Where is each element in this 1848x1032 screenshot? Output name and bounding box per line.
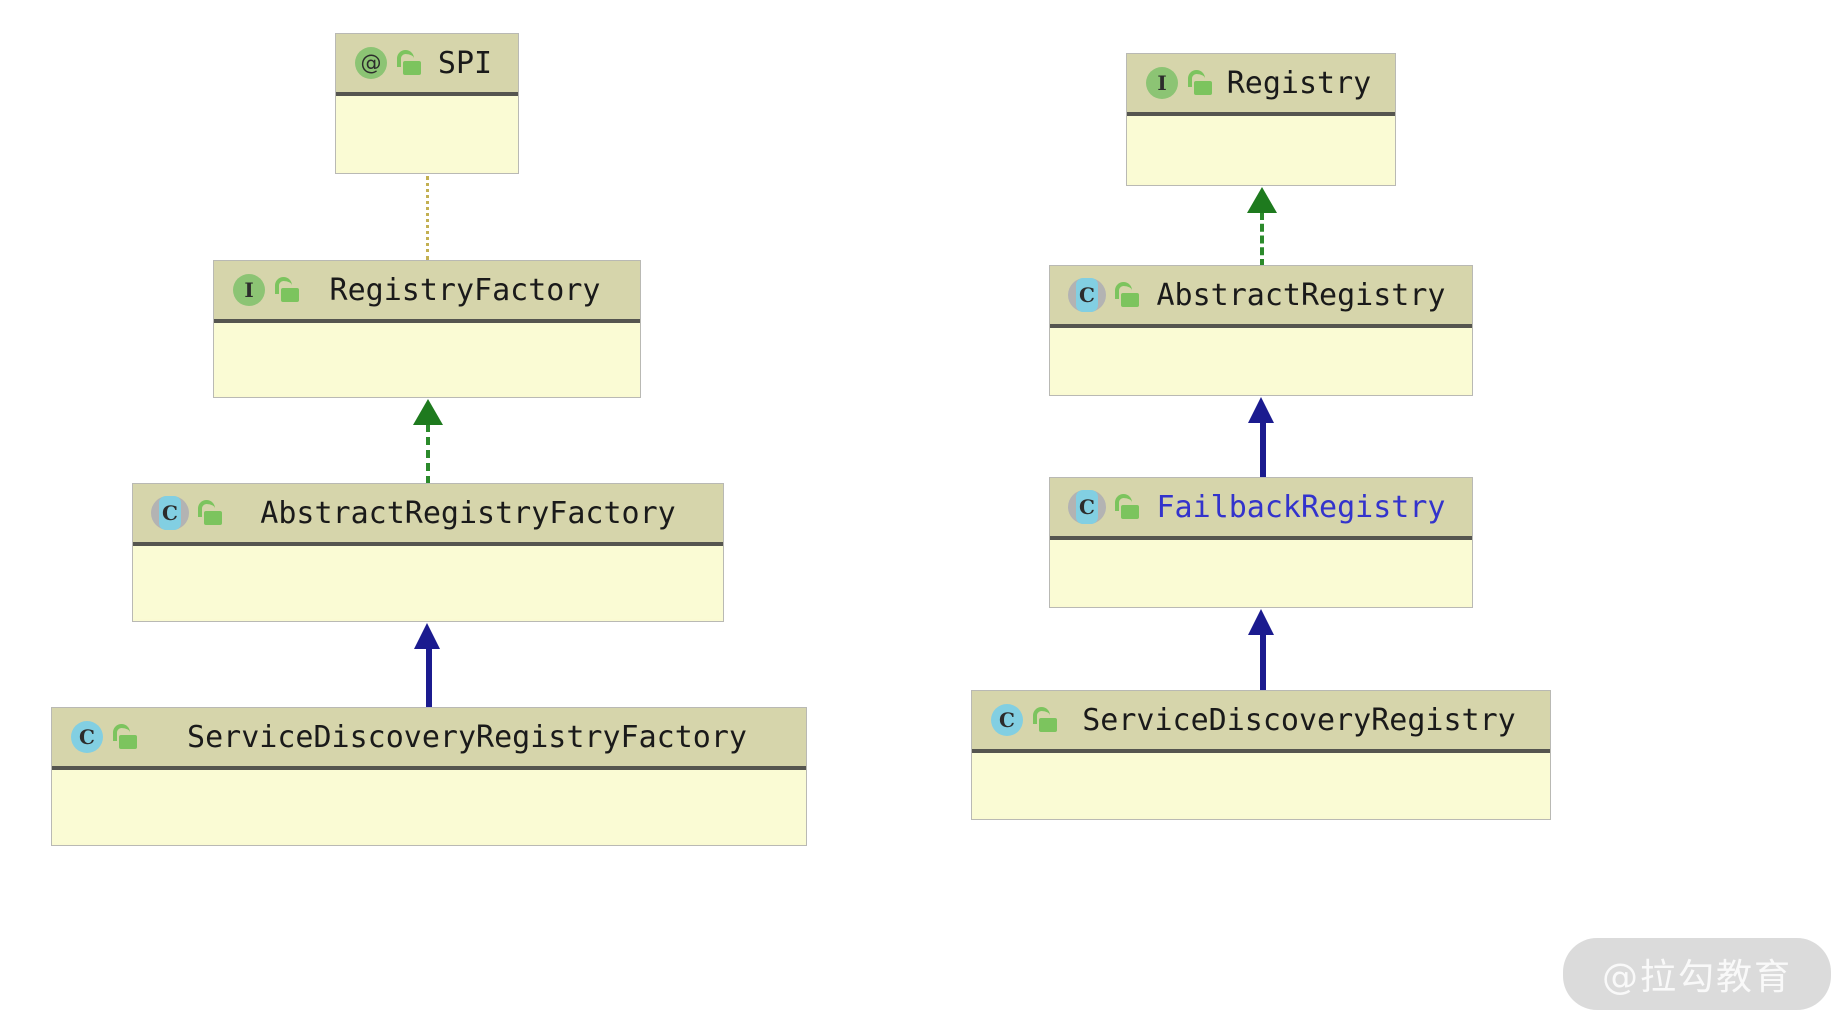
uml-class-name: Registry — [1226, 65, 1372, 101]
uml-class-members — [52, 770, 806, 843]
interface-icon: I — [1145, 66, 1179, 100]
connector-spi-annotation — [426, 176, 429, 260]
uml-class-members — [972, 753, 1550, 817]
uml-class-box-service-discovery-registry[interactable]: C ServiceDiscoveryRegistry — [971, 690, 1551, 820]
public-open-lock-icon — [195, 498, 223, 528]
uml-class-members — [1050, 328, 1472, 393]
arrowhead-realization-registry-factory — [413, 399, 443, 425]
public-open-lock-icon — [1030, 705, 1058, 735]
uml-class-header: C AbstractRegistryFactory — [133, 484, 723, 546]
uml-class-header: I Registry — [1127, 54, 1395, 116]
interface-icon: I — [232, 273, 266, 307]
annotation-icon: @ — [354, 46, 388, 80]
connector-realization-registry-factory — [426, 424, 430, 484]
class-icon: C — [70, 720, 104, 754]
uml-class-box-abstract-registry-factory[interactable]: C AbstractRegistryFactory — [132, 483, 724, 622]
watermark-text: @拉勾教育 — [1601, 957, 1792, 998]
uml-class-box-registry-factory[interactable]: I RegistryFactory — [213, 260, 641, 398]
uml-class-header: C AbstractRegistry — [1050, 266, 1472, 328]
public-open-lock-icon — [272, 275, 300, 305]
connector-generalization-abstract-registry — [1260, 422, 1266, 478]
class-icon: C — [990, 703, 1024, 737]
abstract-class-icon: C — [1068, 489, 1106, 525]
uml-class-name: ServiceDiscoveryRegistry — [1082, 702, 1516, 738]
connector-generalization-abstract-registry-factory — [426, 647, 432, 708]
uml-class-name: AbstractRegistryFactory — [260, 495, 676, 531]
public-open-lock-icon — [394, 48, 422, 78]
abstract-class-icon: C — [151, 495, 189, 531]
public-open-lock-icon — [110, 722, 138, 752]
uml-class-box-failback-registry[interactable]: C FailbackRegistry — [1049, 477, 1473, 608]
uml-class-name: SPI — [437, 45, 493, 81]
uml-class-name: AbstractRegistry — [1156, 277, 1446, 313]
arrowhead-generalization-abstract-registry-factory — [414, 623, 440, 649]
uml-class-box-service-discovery-registry-factory[interactable]: C ServiceDiscoveryRegistryFactory — [51, 707, 807, 846]
uml-class-header: C FailbackRegistry — [1050, 478, 1472, 540]
public-open-lock-icon — [1112, 492, 1140, 522]
uml-class-header: I RegistryFactory — [214, 261, 640, 323]
uml-class-members — [1127, 116, 1395, 183]
public-open-lock-icon — [1185, 68, 1213, 98]
abstract-class-icon: C — [1068, 277, 1106, 313]
uml-class-box-spi[interactable]: @ SPI — [335, 33, 519, 174]
uml-class-name: ServiceDiscoveryRegistryFactory — [187, 719, 747, 755]
uml-class-members — [214, 323, 640, 395]
arrowhead-realization-registry — [1247, 187, 1277, 213]
uml-class-members — [1050, 540, 1472, 605]
watermark-badge: @拉勾教育 — [1563, 938, 1831, 1010]
public-open-lock-icon — [1112, 280, 1140, 310]
arrowhead-generalization-failback-registry — [1248, 609, 1274, 635]
uml-class-box-abstract-registry[interactable]: C AbstractRegistry — [1049, 265, 1473, 396]
uml-class-name: RegistryFactory — [329, 272, 601, 308]
uml-class-header: C ServiceDiscoveryRegistry — [972, 691, 1550, 753]
connector-realization-registry — [1260, 212, 1264, 267]
uml-class-header: C ServiceDiscoveryRegistryFactory — [52, 708, 806, 770]
uml-class-box-registry[interactable]: I Registry — [1126, 53, 1396, 186]
arrowhead-generalization-abstract-registry — [1248, 397, 1274, 423]
uml-class-members — [336, 96, 518, 171]
uml-class-members — [133, 546, 723, 619]
uml-class-header: @ SPI — [336, 34, 518, 96]
uml-class-name: FailbackRegistry — [1156, 489, 1446, 525]
connector-generalization-failback-registry — [1260, 634, 1266, 691]
